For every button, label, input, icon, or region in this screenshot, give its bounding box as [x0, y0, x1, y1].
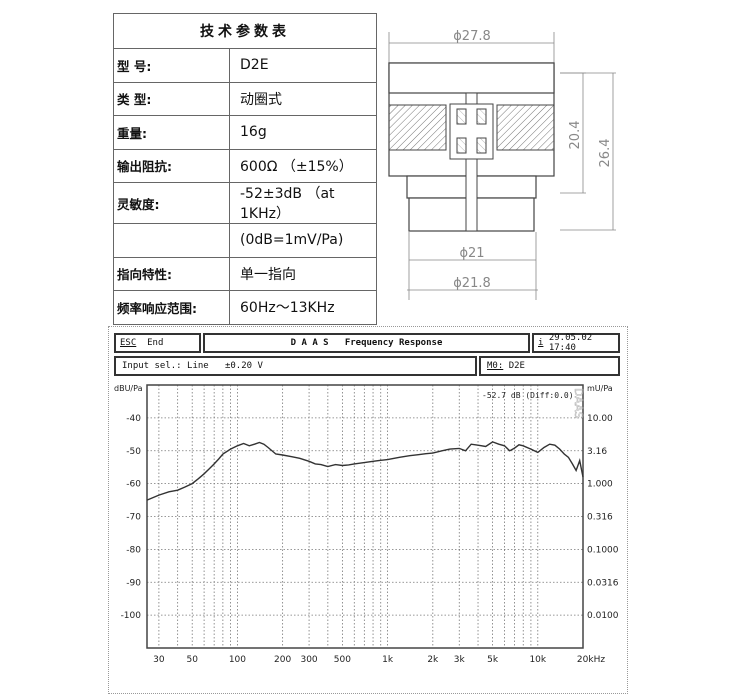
y-right-tick-label: 0.0316	[587, 578, 619, 588]
spec-value: 动圈式	[229, 81, 377, 116]
datetime-box[interactable]: i 29.05.02 17:40	[532, 333, 620, 353]
y-tick-label: -80	[126, 545, 141, 555]
window-title: D A A S Frequency Response	[203, 333, 530, 353]
spec-row: (0dB=1mV/Pa)	[113, 223, 377, 258]
memory-box[interactable]: M0: D2E	[479, 356, 620, 376]
dim-bottom-inner-label: ϕ21	[459, 246, 484, 261]
level-readout: -52.7 dB (Diff:0.0)	[482, 391, 574, 400]
x-tick-label: 300	[300, 655, 317, 665]
chart-grid	[147, 385, 584, 648]
info-icon: i	[538, 338, 544, 348]
y-tick-label: -60	[126, 480, 141, 490]
analyzer-panel: ESC End D A A S Frequency Response i 29.…	[108, 326, 628, 694]
x-tick-label: 5k	[487, 655, 499, 665]
x-tick-label: 3k	[454, 655, 466, 665]
spec-label: 型 号:	[113, 48, 230, 83]
x-tick-label: 100	[229, 655, 246, 665]
x-tick-label: 30	[153, 655, 165, 665]
x-tick-label: 2k	[427, 655, 439, 665]
y-right-tick-label: 1.000	[587, 480, 613, 490]
x-tick-label: 50	[186, 655, 198, 665]
response-curve	[146, 441, 584, 501]
memory-label: M0:	[487, 361, 504, 371]
spec-label: 频率响应范围:	[113, 290, 230, 325]
spec-row: 输出阻抗:600Ω （±15%）	[113, 148, 377, 183]
dim-total-height-label: 26.4	[598, 139, 613, 168]
y-tick-label: -100	[121, 611, 142, 621]
y-tick-label: -90	[126, 578, 141, 588]
spec-value: 600Ω （±15%）	[229, 148, 377, 183]
spec-value: (0dB=1mV/Pa)	[229, 223, 377, 258]
spec-row: 重量:16g	[113, 115, 377, 150]
spec-table-title: 技术参数表	[113, 13, 377, 49]
dim-bottom-outer-label: ϕ21.8	[453, 276, 491, 291]
daas-watermark: DAAS	[572, 388, 585, 419]
spec-row: 型 号:D2E	[113, 48, 377, 83]
y-right-tick-label: 0.0100	[587, 611, 619, 621]
plot-frame	[146, 384, 584, 649]
spec-row: 频率响应范围:60Hz～13KHz	[113, 290, 377, 325]
x-tick-label: 200	[274, 655, 291, 665]
y-tick-label: -70	[126, 513, 141, 523]
y-tick-label: -40	[126, 414, 141, 424]
spec-label: 输出阻抗:	[113, 148, 230, 183]
y-axis-label: dBU/Pa	[114, 384, 143, 393]
spec-value: 16g	[229, 115, 377, 150]
dim-top-label: ϕ27.8	[453, 29, 491, 44]
dim-inner-height-label: 20.4	[568, 121, 583, 150]
input-range: ±0.20 V	[224, 361, 263, 371]
y-right-tick-label: 0.316	[587, 513, 613, 523]
input-selection-box[interactable]: Input sel.: Line ±0.20 V	[114, 356, 477, 376]
spec-row: 类 型:动圈式	[113, 81, 377, 116]
spec-label: 灵敏度:	[113, 182, 230, 224]
x-tick-label: 10k	[529, 655, 546, 665]
spec-value: 60Hz～13KHz	[229, 290, 377, 325]
y-tick-label: -50	[126, 447, 141, 457]
esc-end-button[interactable]: ESC End	[114, 333, 201, 353]
x-tick-label: 1k	[382, 655, 394, 665]
x-tick-label: 20kHz	[577, 655, 605, 665]
spec-label: 指向特性:	[113, 256, 230, 291]
spec-label: 类 型:	[113, 81, 230, 116]
spec-row: 指向特性:单一指向	[113, 256, 377, 291]
spec-row: 灵敏度:-52±3dB （at 1KHz）	[113, 182, 377, 224]
spec-value: 单一指向	[229, 256, 377, 291]
y-right-tick-label: 10.00	[587, 414, 613, 424]
esc-key-label: ESC	[120, 338, 137, 348]
y-axis-right-label: mU/Pa	[587, 384, 613, 393]
end-label: End	[147, 338, 164, 348]
memory-value: D2E	[508, 361, 525, 371]
y-right-tick-label: 3.16	[587, 447, 607, 457]
spec-value: -52±3dB （at 1KHz）	[229, 182, 377, 224]
input-sel-label: Input sel.: Line	[122, 361, 209, 371]
y-right-tick-label: 0.1000	[587, 545, 619, 555]
x-tick-label: 500	[334, 655, 351, 665]
dimension-drawing: ϕ27.8 ϕ21 ϕ21.8 20.4 26.4	[388, 29, 616, 300]
datetime: 29.05.02 17:40	[548, 333, 593, 353]
